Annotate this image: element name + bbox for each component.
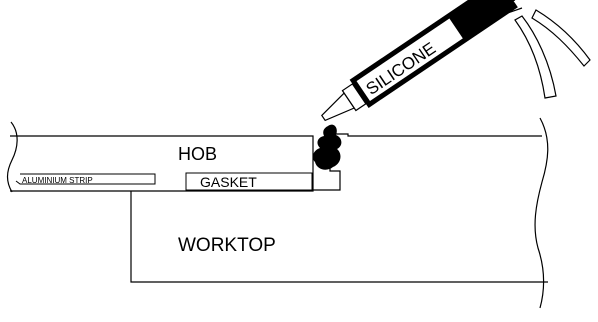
gasket-label: GASKET (200, 174, 257, 190)
cartridge-label-panel (356, 18, 463, 102)
worktop: WORKTOP (130, 117, 549, 309)
gun-handle (514, 15, 557, 99)
silicone-bead-shape (312, 124, 342, 170)
worktop-break-line (534, 117, 549, 309)
gun-trigger (531, 9, 591, 67)
hob-label: HOB (178, 144, 217, 164)
worktop-label: WORKTOP (178, 235, 276, 256)
silicone-cartridge: SILICONE (321, 0, 518, 122)
aluminium-strip-label: ALUMINIUM STRIP (22, 176, 93, 185)
gasket: GASKET (185, 172, 313, 191)
aluminium-strip-outline (15, 173, 156, 185)
silicone-gun (469, 0, 591, 99)
aluminium-strip: ALUMINIUM STRIP (15, 173, 156, 185)
gasket-outline (185, 172, 313, 191)
hob-break-line (6, 121, 18, 193)
gun-barrel (469, 0, 523, 23)
silicone-bead (312, 124, 342, 170)
